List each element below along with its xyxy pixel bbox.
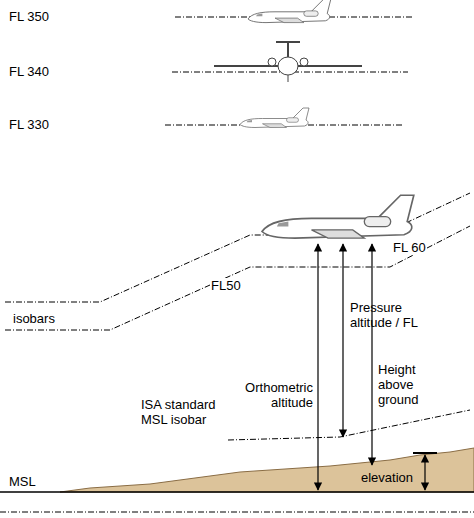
isobar-label: ISA standard MSL isobar xyxy=(140,397,228,427)
sea-level-label: MSL xyxy=(8,474,37,489)
flight-level-label: FL 330 xyxy=(8,117,50,132)
altitude-label: Height above ground xyxy=(377,362,453,407)
flight-level-label: FL50 xyxy=(210,278,242,293)
flight-level-label: FL 350 xyxy=(8,9,50,24)
altitude-label: Orthometric altitude xyxy=(232,380,314,410)
flight-level-label: FL 340 xyxy=(8,64,50,79)
isobar-label: isobars xyxy=(12,311,56,326)
elevation-label: elevation xyxy=(360,470,414,485)
altitude-label: Pressure altitude / FL xyxy=(349,300,421,330)
flight-level-label: FL 60 xyxy=(392,240,427,255)
